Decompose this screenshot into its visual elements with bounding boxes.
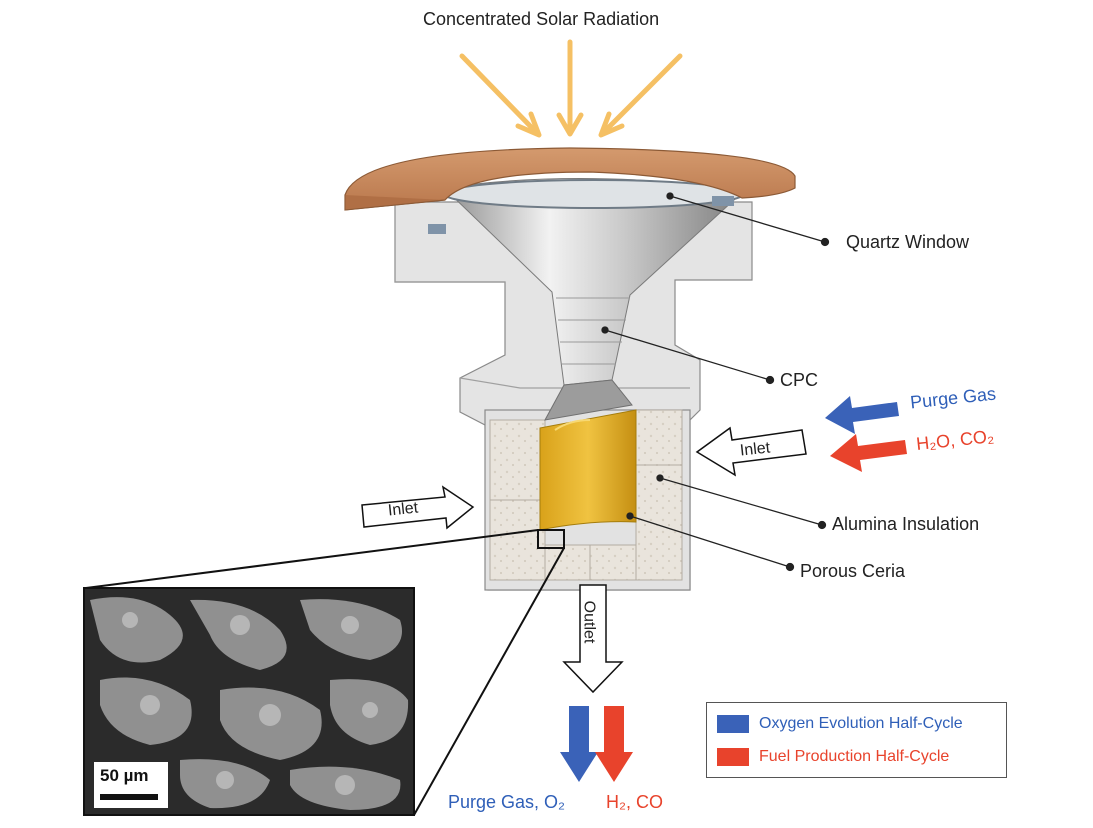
legend-swatch-blue — [717, 715, 749, 733]
purge-gas-arrow — [825, 396, 899, 434]
outlet-label: Outlet — [580, 600, 598, 644]
legend-item-fuel: Fuel Production Half-Cycle — [717, 746, 949, 768]
solar-ray-arrows — [459, 39, 683, 138]
legend-label-oxygen: Oxygen Evolution Half-Cycle — [759, 715, 963, 732]
h2-co-label: H₂, CO — [606, 792, 663, 812]
scale-bar-line — [100, 794, 158, 800]
purge-gas-o2-label: Purge Gas, O₂ — [448, 792, 566, 812]
inlet-right-label: Inlet — [739, 439, 772, 460]
copper-flange — [344, 147, 796, 234]
porous-ceria-cylinder — [539, 409, 637, 531]
h2o-co2-arrow — [830, 434, 907, 472]
porous-ceria-label: Porous Ceria — [800, 561, 906, 581]
quartz-window-label: Quartz Window — [846, 232, 970, 252]
zoom-source-box — [537, 529, 565, 549]
legend: Oxygen Evolution Half-Cycle Fuel Product… — [706, 702, 1007, 778]
alumina-insulation-block — [489, 409, 683, 581]
alumina-insulation-label: Alumina Insulation — [832, 514, 980, 534]
legend-swatch-red — [717, 748, 749, 766]
outlet-arrow — [562, 584, 624, 694]
inlet-left-label: Inlet — [387, 499, 420, 520]
scale-bar-label: 50 µm — [100, 766, 149, 785]
inlet-arrow-right — [695, 426, 807, 477]
cpc-label: CPC — [780, 370, 819, 390]
legend-item-oxygen: Oxygen Evolution Half-Cycle — [717, 713, 963, 735]
solar-radiation-label: Concentrated Solar Radiation — [423, 9, 660, 29]
purge-gas-o2-outlet-arrow — [560, 706, 598, 782]
legend-label-fuel: Fuel Production Half-Cycle — [759, 748, 950, 765]
ray-left — [459, 53, 539, 135]
callout-leader-lines — [601, 192, 830, 572]
h2-co-outlet-arrow — [595, 706, 633, 782]
inlet-arrow-left — [361, 485, 475, 530]
ray-right — [601, 53, 683, 135]
scale-bar: 50 µm — [94, 762, 168, 808]
